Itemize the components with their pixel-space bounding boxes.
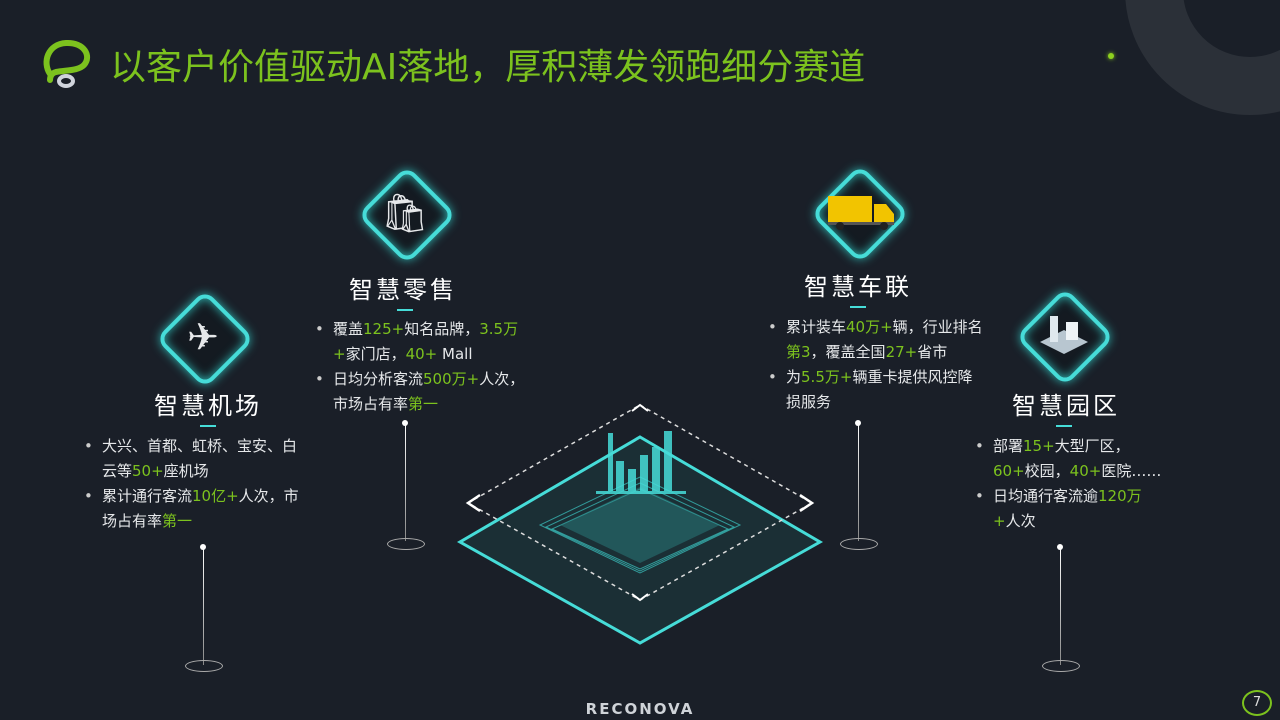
bullet-text: ，覆盖全国 <box>810 343 886 361</box>
bullet-text: 日均分析客流 <box>333 370 424 388</box>
highlight-value: 40+ <box>405 345 438 363</box>
brand-logo: RECONOVA <box>585 700 695 718</box>
bullet-text: 人次，市场占有率 <box>333 370 525 413</box>
vehicle-title: 智慧车联 <box>804 273 912 301</box>
bullet-text: 为 <box>786 368 802 386</box>
bullet-text: 大兴、首都、虹桥、宝安、白云等 <box>102 437 298 480</box>
pole <box>1060 547 1061 665</box>
bullet-text: 省市 <box>917 343 948 361</box>
bullet-text: 座机场 <box>163 462 209 480</box>
highlight-value: 3.5万+ <box>333 320 519 363</box>
highlight-value: 27+ <box>885 343 918 361</box>
bullet-item: 日均通行客流逾120万+人次 <box>975 484 1165 534</box>
bullet-text: 累计装车 <box>786 318 847 336</box>
bullet-text: 知名品牌， <box>404 320 480 338</box>
title-underline <box>1056 425 1072 427</box>
pole <box>858 423 859 541</box>
park-bullets: 部署15+大型厂区，60+校园，40+医院……日均通行客流逾120万+人次 <box>975 434 1165 534</box>
bullet-text: 累计通行客流 <box>102 487 193 505</box>
bullet-text: 辆，行业排名 <box>892 318 983 336</box>
highlight-value: 第一 <box>162 512 193 530</box>
title-underline <box>200 425 216 427</box>
pole <box>203 547 204 665</box>
bullet-item: 为5.5万+辆重卡提供风控降损服务 <box>768 365 983 415</box>
bullet-text: 校园， <box>1024 462 1070 480</box>
pole-base <box>387 538 425 550</box>
title-underline <box>397 309 413 311</box>
logo-icon <box>43 40 91 88</box>
bullet-item: 大兴、首都、虹桥、宝安、白云等50+座机场 <box>84 434 309 484</box>
highlight-value: 125+ <box>363 320 405 338</box>
bullet-item: 日均分析客流500万+人次，市场占有率第一 <box>315 367 537 417</box>
bullet-text: 部署 <box>993 437 1024 455</box>
bullet-text: 覆盖 <box>333 320 364 338</box>
bullet-text: 日均通行客流逾 <box>993 487 1099 505</box>
bullet-text: 人次，市场占有率 <box>102 487 299 530</box>
bullet-text: 家门店， <box>345 345 406 363</box>
bullet-item: 覆盖125+知名品牌，3.5万+家门店，40+ Mall <box>315 317 537 367</box>
highlight-value: 60+ <box>993 462 1025 480</box>
green-dot <box>1108 53 1114 59</box>
highlight-value: 第3 <box>786 343 811 361</box>
pole <box>405 423 406 541</box>
airport-bullets: 大兴、首都、虹桥、宝安、白云等50+座机场累计通行客流10亿+人次，市场占有率第… <box>84 434 309 534</box>
bullet-text: 人次 <box>1005 512 1036 530</box>
bullet-item: 累计装车40万+辆，行业排名第3，覆盖全国27+省市 <box>768 315 983 365</box>
park-title: 智慧园区 <box>1012 392 1120 420</box>
bullet-text: 辆重卡提供风控降损服务 <box>786 368 973 411</box>
bullet-text: Mall <box>437 345 473 363</box>
bullet-item: 部署15+大型厂区， 60+校园，40+医院…… <box>975 434 1165 484</box>
title-underline <box>850 306 866 308</box>
highlight-value: 10亿+ <box>192 487 239 505</box>
platform-graphic <box>456 403 824 645</box>
highlight-value: 40+ <box>1069 462 1102 480</box>
truck-icon <box>828 196 894 230</box>
pole-base <box>1042 660 1080 672</box>
airport-title: 智慧机场 <box>154 392 262 420</box>
bullet-item: 累计通行客流10亿+人次，市场占有率第一 <box>84 484 309 534</box>
page-title: 以客户价值驱动AI落地，厚积薄发领跑细分赛道 <box>110 47 866 88</box>
highlight-value: 120万+ <box>993 487 1142 530</box>
retail-title: 智慧零售 <box>349 276 457 304</box>
highlight-value: 第一 <box>408 395 439 413</box>
pole-base <box>840 538 878 550</box>
highlight-value: 500万+ <box>423 370 480 388</box>
retail-bullets: 覆盖125+知名品牌，3.5万+家门店，40+ Mall日均分析客流500万+人… <box>315 317 537 417</box>
highlight-value: 40万+ <box>846 318 893 336</box>
page-number: 7 <box>1242 690 1272 716</box>
building-icon <box>1040 316 1088 354</box>
airplane-icon: ✈ <box>187 315 219 359</box>
bullet-text: 大型厂区， <box>1054 437 1130 455</box>
highlight-value: 15+ <box>1023 437 1055 455</box>
decorative-ring <box>1125 0 1280 115</box>
highlight-value: 5.5万+ <box>801 368 853 386</box>
bullet-text: 医院…… <box>1101 462 1162 480</box>
highlight-value: 50+ <box>132 462 164 480</box>
shopper-icon: 🛍 <box>380 191 430 235</box>
vehicle-bullets: 累计装车40万+辆，行业排名第3，覆盖全国27+省市为5.5万+辆重卡提供风控降… <box>768 315 983 415</box>
pole-base <box>185 660 223 672</box>
